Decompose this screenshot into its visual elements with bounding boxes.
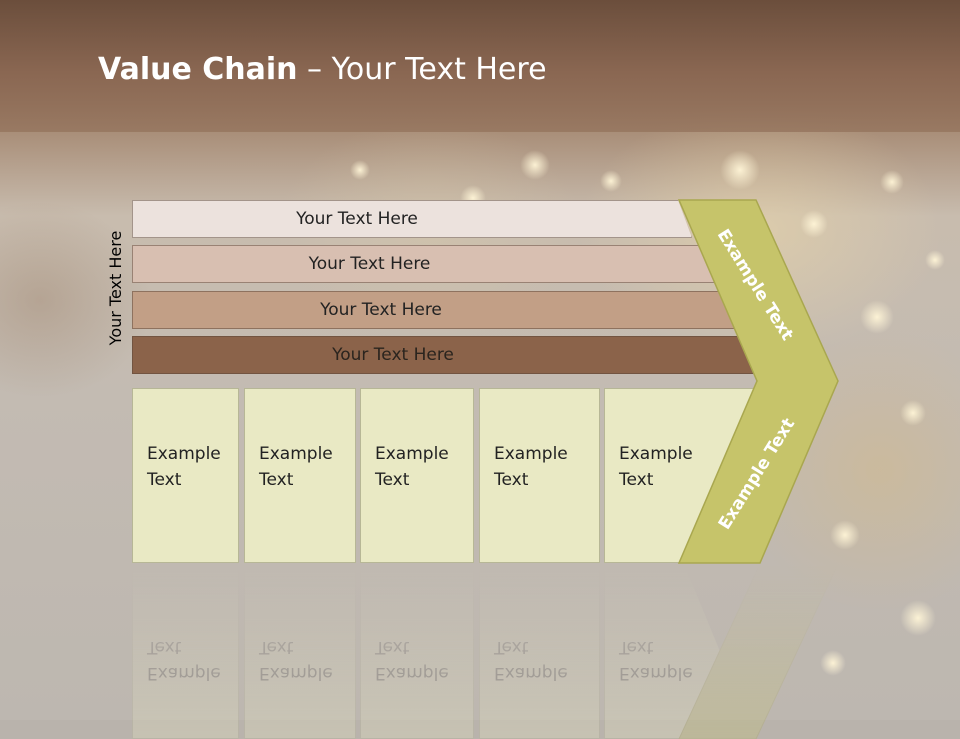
bar-3-label: Your Text Here: [320, 300, 442, 320]
column-4: Example Text: [479, 388, 600, 563]
column-2-text: Example Text: [259, 444, 333, 490]
column-2: Example Text: [244, 388, 356, 563]
title-rest: – Your Text Here: [297, 52, 547, 87]
bar-1: Your Text Here: [132, 200, 692, 238]
title-bold: Value Chain: [98, 52, 298, 87]
column-3: Example Text: [360, 388, 474, 563]
page-title: Value Chain – Your Text Here: [98, 52, 547, 87]
bar-3: Your Text Here: [132, 291, 740, 329]
bar-4: Your Text Here: [132, 336, 764, 374]
column-4-text: Example Text: [494, 444, 568, 490]
column-3-text: Example Text: [375, 444, 449, 490]
bar-1-label: Your Text Here: [296, 209, 418, 229]
bar-2: Your Text Here: [132, 245, 717, 283]
column-5-text: Example Text: [619, 444, 693, 490]
bar-2-label: Your Text Here: [308, 254, 431, 274]
side-label: Your Text Here: [106, 230, 125, 346]
bar-4-label: Your Text Here: [332, 345, 454, 365]
header-band: [0, 0, 960, 132]
column-1-text: Example Text: [147, 444, 221, 490]
column-1: Example Text: [132, 388, 239, 563]
